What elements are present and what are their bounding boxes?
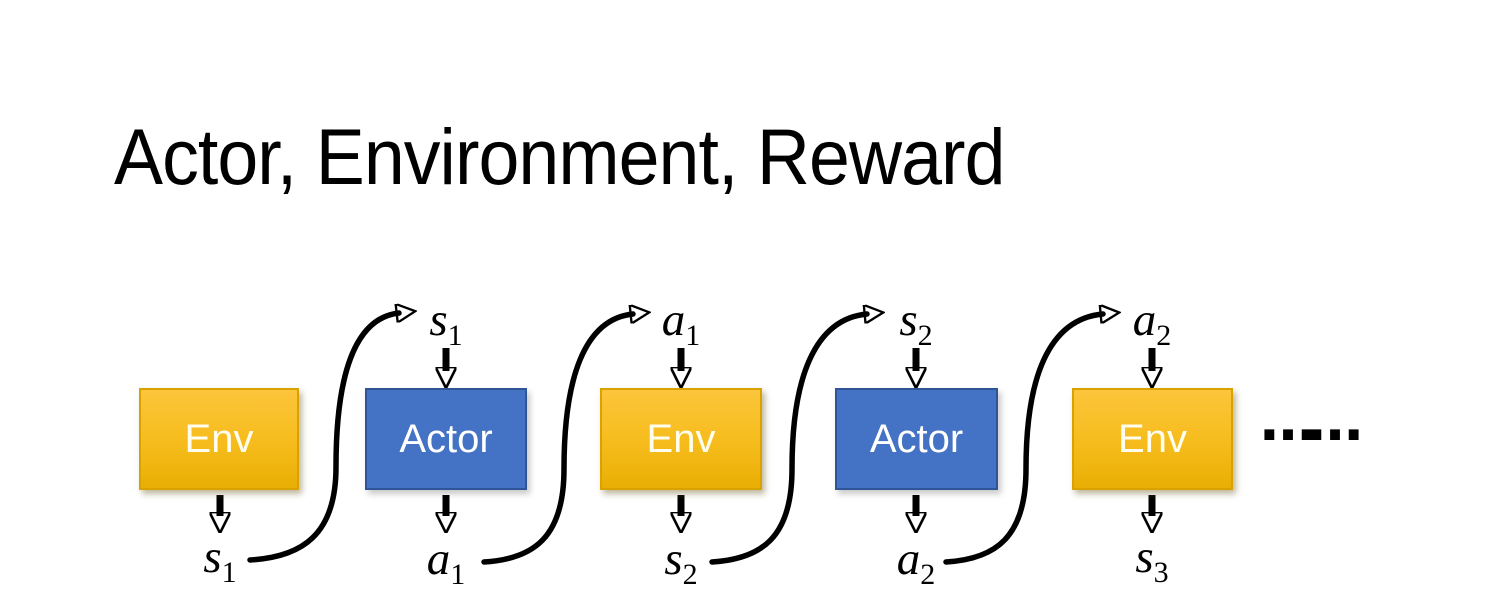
env-box-3-label: Env xyxy=(1118,417,1187,461)
top-label-s1: s1 xyxy=(429,294,463,352)
env-box-3: Env xyxy=(1072,388,1233,490)
top-label-s2: s2 xyxy=(899,294,933,352)
env-box-1: Env xyxy=(139,388,299,490)
bottom-label-s2: s2 xyxy=(664,533,698,591)
actor-box-1: Actor xyxy=(365,388,527,490)
bottom-label-s3: s3 xyxy=(1135,531,1169,589)
feedback-arrow-s2 xyxy=(709,314,867,565)
env-box-2-label: Env xyxy=(646,417,716,461)
slide-title: Actor, Environment, Reward xyxy=(114,112,1005,201)
top-label-a2: a2 xyxy=(1132,294,1172,352)
feedback-arrow-a2 xyxy=(943,314,1103,565)
top-label-a1: a1 xyxy=(661,294,701,352)
env-box-2: Env xyxy=(600,388,762,490)
ellipsis-dots: …… xyxy=(1260,389,1363,454)
actor-box-1-label: Actor xyxy=(399,417,493,461)
env-box-1-label: Env xyxy=(184,417,254,461)
bottom-label-a1: a1 xyxy=(426,533,466,591)
actor-box-2: Actor xyxy=(835,388,998,490)
feedback-arrow-s1 xyxy=(247,313,399,563)
bottom-label-s1: s1 xyxy=(203,531,237,589)
bottom-label-a2: a2 xyxy=(896,533,936,591)
feedback-arrow-a1 xyxy=(481,314,633,565)
actor-box-2-label: Actor xyxy=(869,417,964,461)
